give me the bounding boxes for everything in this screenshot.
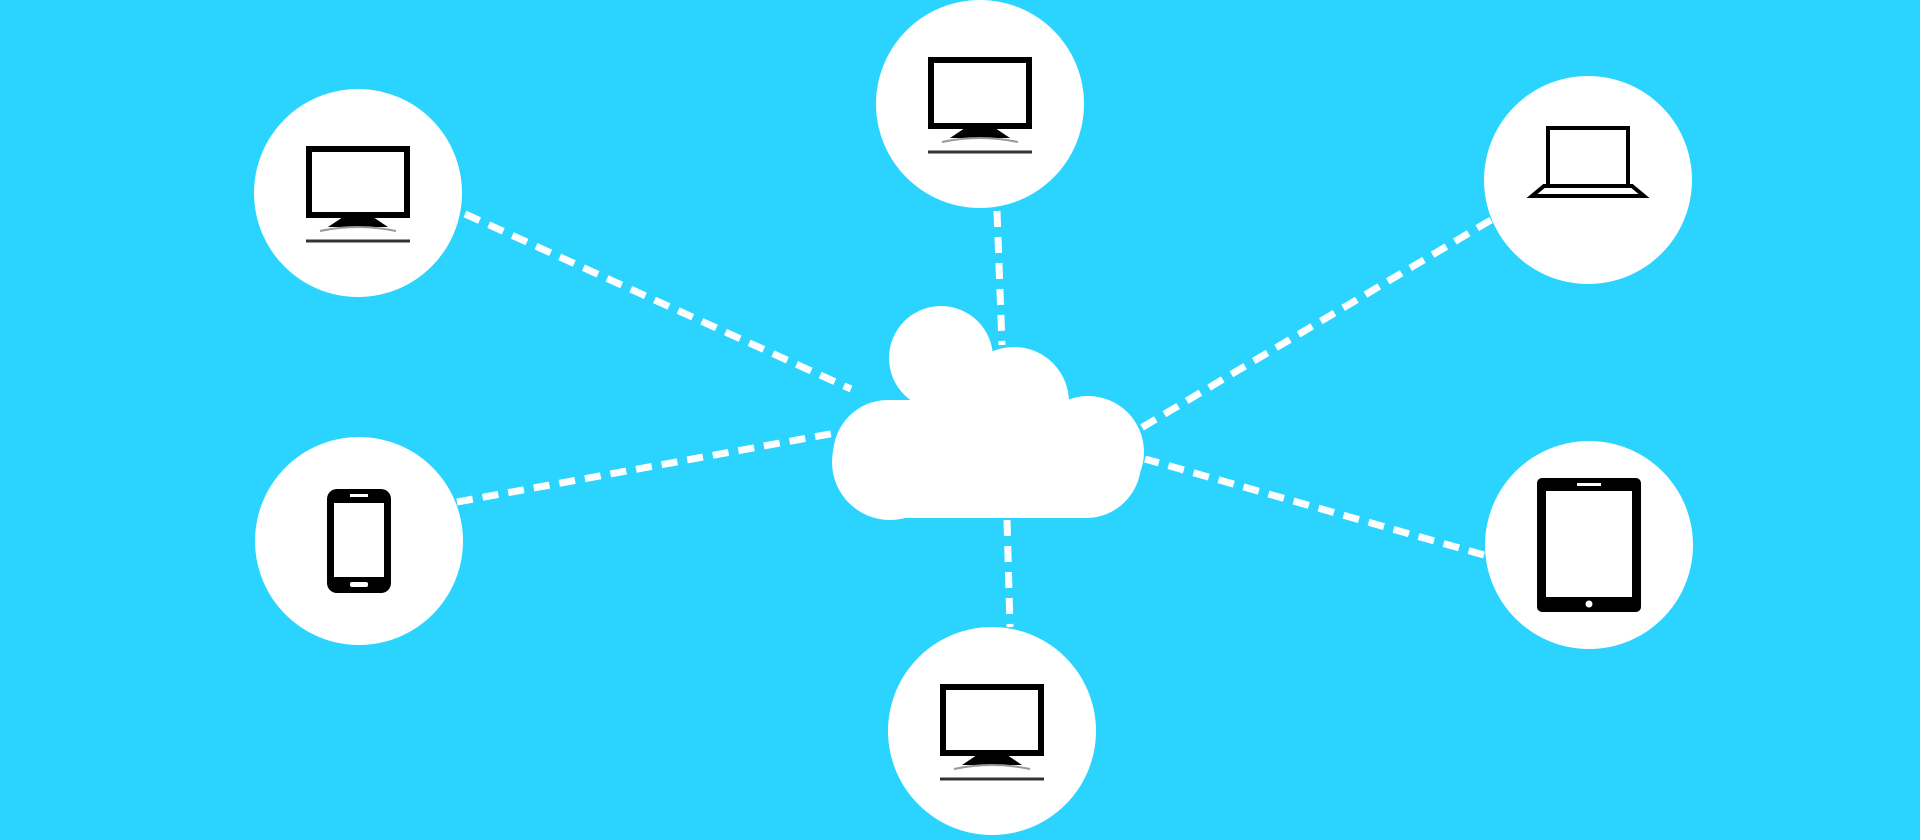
- node-circle: [888, 627, 1096, 835]
- node-circle: [1484, 76, 1692, 284]
- device-node-right: [1485, 441, 1693, 649]
- device-node-bottom: [888, 627, 1096, 835]
- desktop-monitor-icon: [940, 684, 1044, 781]
- device-node-top: [876, 0, 1084, 208]
- dashed-link-bottom: [1003, 519, 1014, 628]
- node-circle: [254, 89, 462, 297]
- dashed-link-top: [993, 210, 1006, 346]
- laptop-icon: [1526, 126, 1650, 198]
- device-node-left: [255, 437, 463, 645]
- tablet-icon: [1537, 478, 1641, 612]
- dashed-link-top-left: [463, 210, 853, 393]
- cloud-icon: [832, 306, 1144, 520]
- device-node-top-right: [1484, 76, 1692, 284]
- dashed-link-top-right: [1134, 216, 1493, 435]
- smartphone-icon: [327, 489, 391, 593]
- desktop-monitor-icon: [928, 57, 1032, 154]
- node-circle: [876, 0, 1084, 208]
- desktop-monitor-icon: [306, 146, 410, 243]
- dashed-link-left: [456, 429, 836, 506]
- device-node-top-left: [254, 89, 462, 297]
- dashed-link-right: [1144, 455, 1485, 559]
